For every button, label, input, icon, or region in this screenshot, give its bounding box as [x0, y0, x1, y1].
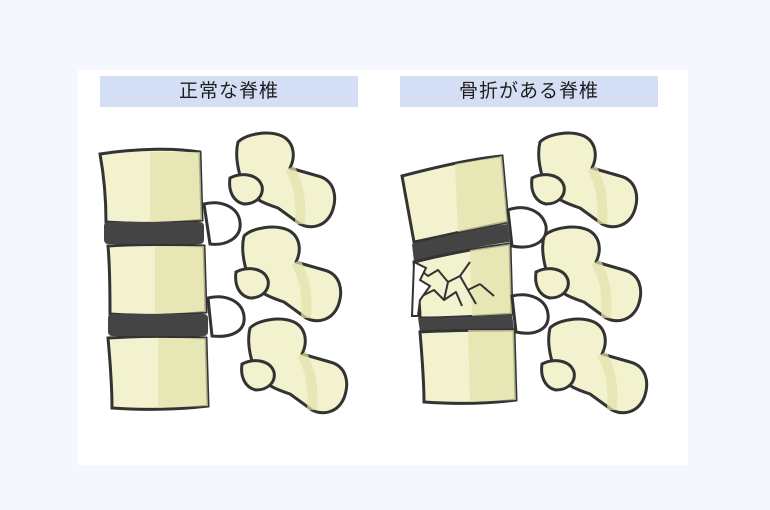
spinous-process — [532, 133, 637, 227]
spinous-process — [236, 227, 341, 321]
spinous-process — [242, 319, 347, 413]
intervertebral-disc — [418, 314, 514, 332]
fractured-spine-illustration — [400, 133, 647, 413]
intervertebral-disc — [108, 314, 208, 336]
fractured-spine-label: 骨折がある脊椎 — [400, 76, 658, 107]
intervertebral-disc — [412, 224, 510, 262]
normal-spine-title: 正常な脊椎 — [178, 80, 279, 102]
spinous-process — [230, 133, 335, 227]
spinous-process — [536, 227, 641, 321]
spinous-process — [542, 319, 647, 413]
fractured-spine-title: 骨折がある脊椎 — [458, 80, 599, 102]
intervertebral-disc — [104, 222, 204, 244]
normal-spine-label: 正常な脊椎 — [100, 76, 358, 107]
normal-spine-illustration — [98, 133, 347, 413]
crack-lines-icon — [417, 261, 495, 307]
